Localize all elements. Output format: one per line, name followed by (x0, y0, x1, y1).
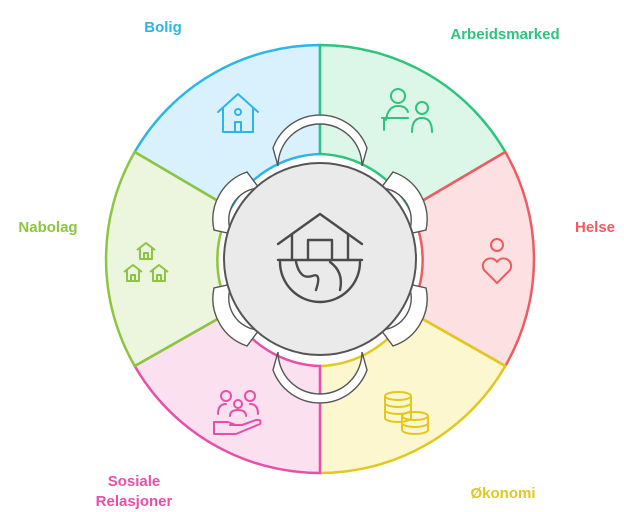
coins-icon (384, 391, 429, 435)
sector-nabolag (104, 150, 233, 368)
house-icon (217, 93, 259, 133)
tab-bottom (272, 351, 368, 404)
label-helse: Helse (575, 219, 615, 236)
houses-icon (123, 242, 169, 282)
label-okonomi: Økonomi (470, 485, 535, 502)
sector-helse (407, 150, 536, 368)
label-sosiale-line2: Relasjoner (96, 493, 173, 510)
people-hand-icon (213, 390, 262, 435)
connector-tabs (212, 114, 428, 404)
house-foundation-icon (276, 212, 364, 304)
sector-okonomi (318, 309, 508, 475)
sector-bolig (132, 43, 322, 211)
workers-icon (381, 88, 433, 133)
tab-top (272, 114, 368, 167)
label-nabolag: Nabolag (18, 219, 77, 236)
sector-sosiale-relasjoner (132, 309, 322, 475)
heart-person-icon (481, 238, 513, 284)
label-sosiale-line1: Sosiale (108, 473, 161, 490)
label-arbeidsmarked: Arbeidsmarked (450, 26, 559, 43)
label-bolig: Bolig (144, 19, 182, 36)
